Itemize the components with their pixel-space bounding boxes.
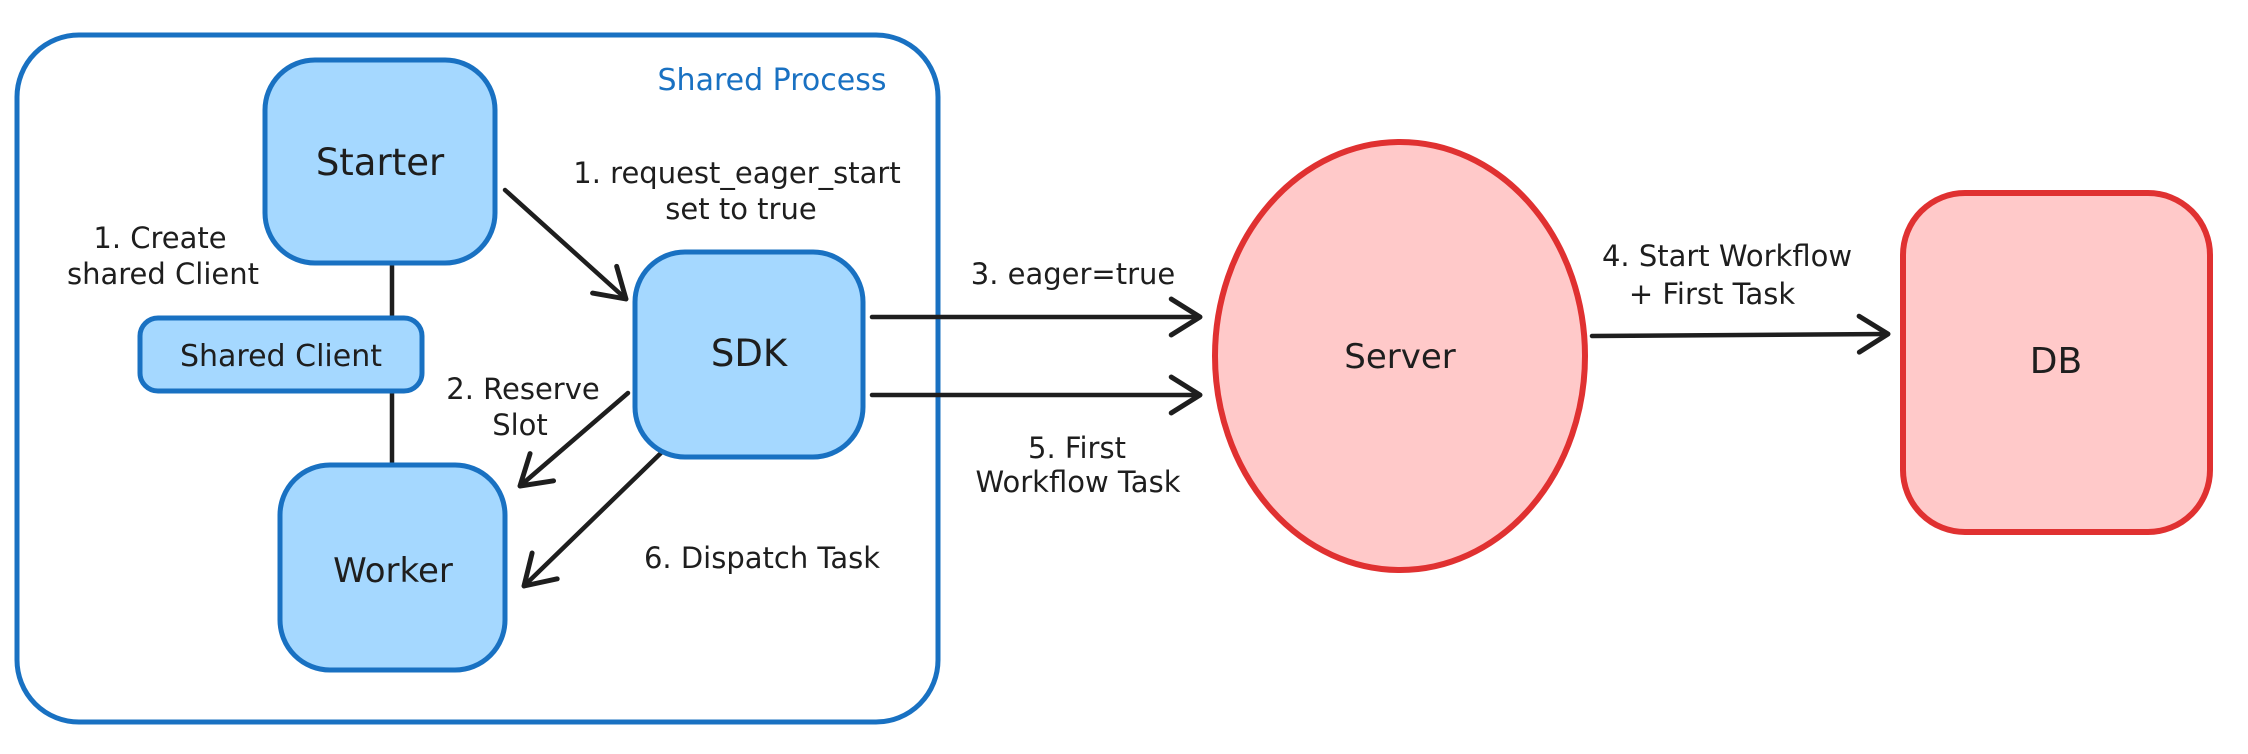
- db-label: DB: [2030, 341, 2082, 382]
- sdk-label: SDK: [711, 332, 789, 375]
- starter-label: Starter: [316, 141, 445, 184]
- db-node: [1900, 190, 2213, 535]
- label-create-shared-client-line1: 1. Create: [93, 221, 226, 255]
- server-node: [1212, 139, 1588, 573]
- label-first-workflow-task-line1: 5. First: [1028, 431, 1126, 465]
- label-reserve-slot-line1: 2. Reserve: [446, 372, 599, 406]
- arrow-dispatch-task: [521, 449, 665, 589]
- label-start-workflow-line1: 4. Start Workflow: [1602, 239, 1852, 273]
- label-request-eager-start-line1: 1. request_eager_start: [573, 156, 900, 190]
- sdk-node: [632, 249, 866, 460]
- shared-client-label: Shared Client: [180, 339, 382, 374]
- label-reserve-slot-line2: Slot: [492, 408, 548, 442]
- shared-process-container: [14, 32, 941, 725]
- worker-node: [277, 462, 508, 673]
- worker-label: Worker: [333, 551, 453, 591]
- arrow-reserve-slot: [517, 390, 631, 489]
- label-dispatch-task: 6. Dispatch Task: [644, 541, 880, 575]
- label-create-shared-client-line2: shared Client: [67, 257, 259, 291]
- shared-client-node: [137, 315, 425, 394]
- arrow-start-workflow: [1589, 313, 1891, 355]
- label-start-workflow-line2: + First Task: [1629, 277, 1796, 311]
- label-request-eager-start-line2: set to true: [665, 192, 816, 226]
- server-label: Server: [1344, 337, 1456, 377]
- starter-node: [262, 57, 498, 266]
- arrow-request-eager-start: [502, 187, 629, 302]
- label-eager-true: 3. eager=true: [971, 257, 1176, 291]
- shared-process-label: Shared Process: [658, 63, 887, 98]
- label-first-workflow-task-line2: Workflow Task: [976, 465, 1181, 499]
